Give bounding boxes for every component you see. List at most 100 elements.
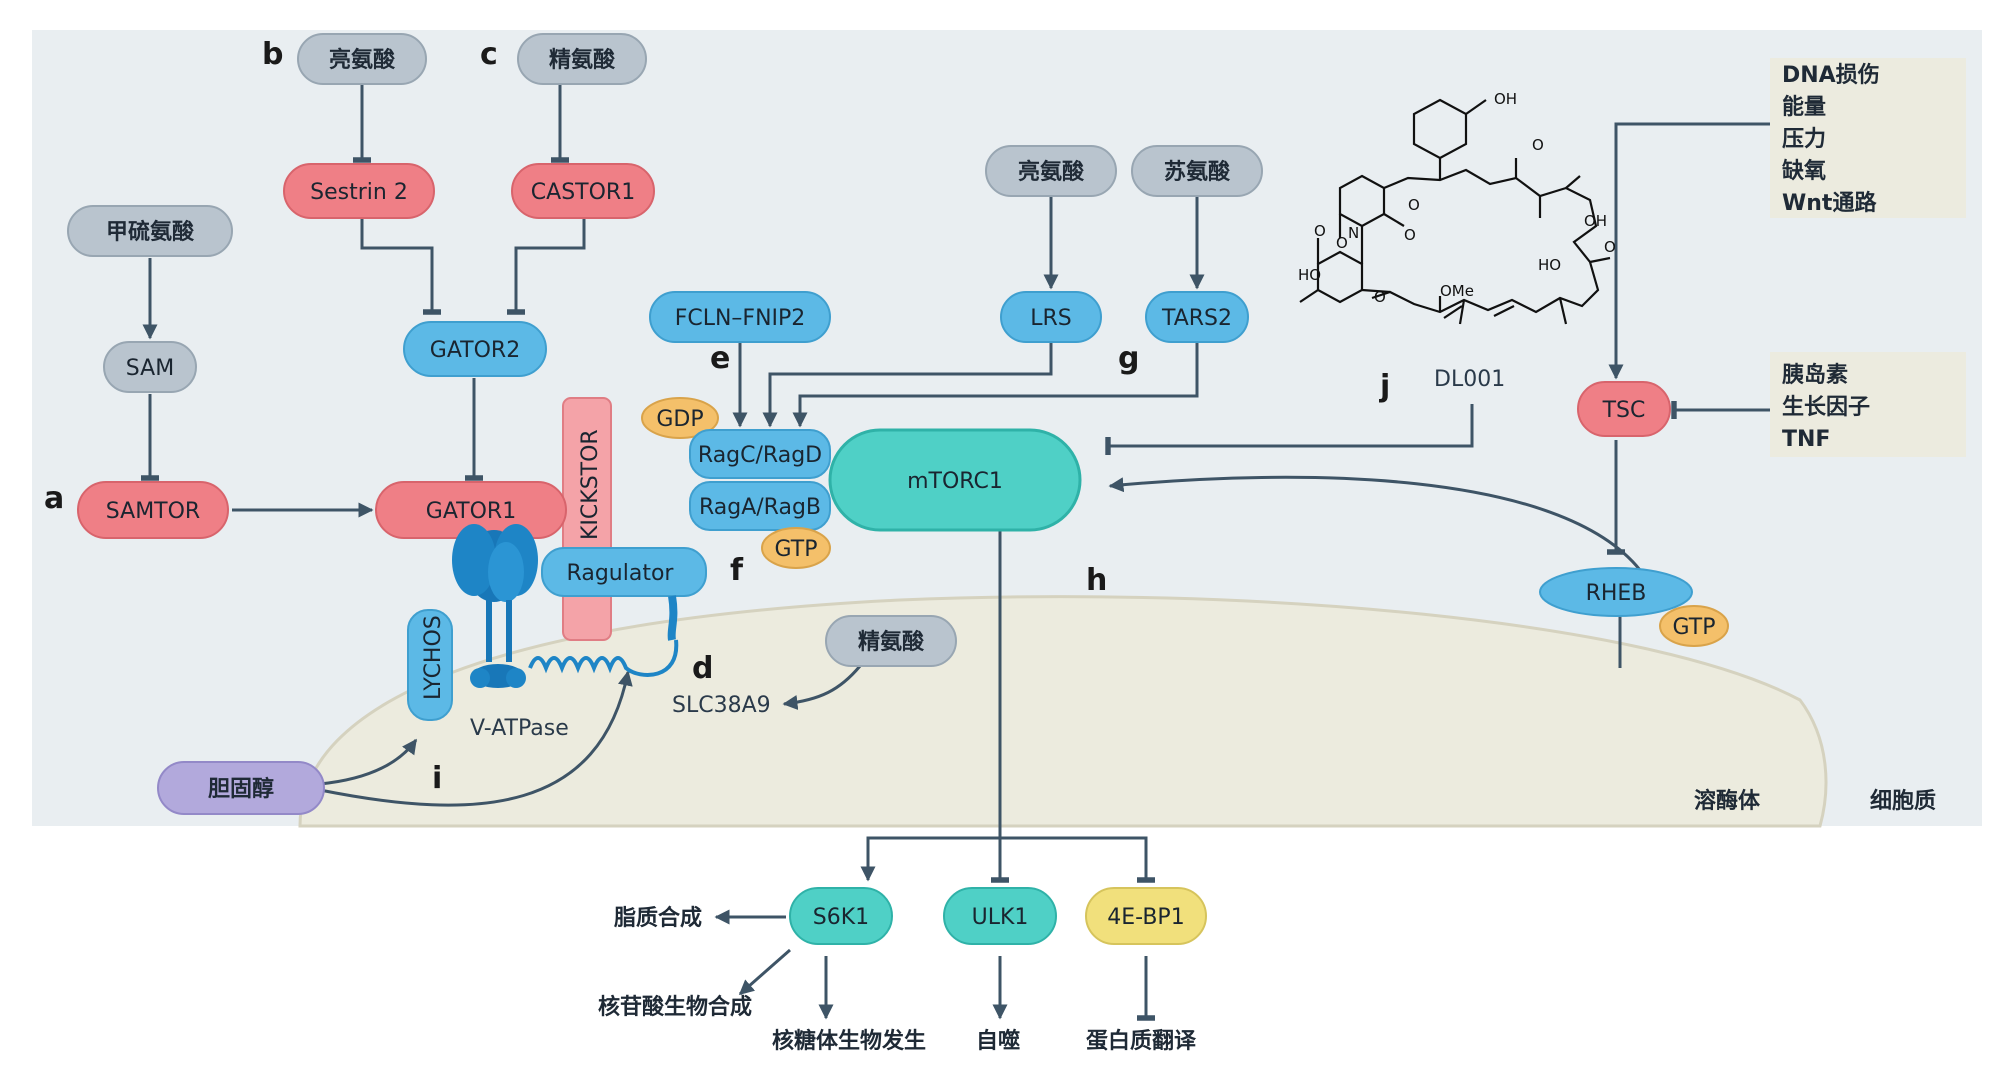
chem-o: O [1532, 136, 1544, 154]
tars2-label: TARS2 [1161, 306, 1232, 331]
edge-stress-tsc [1608, 122, 1770, 380]
ragc-ragd-label: RagC/RagD [698, 443, 822, 468]
slc38a9-label: SLC38A9 [672, 693, 771, 718]
chem-ho-left: HO [1298, 266, 1321, 284]
stress-input-item: DNA损伤 [1782, 63, 1880, 88]
chem-o: O [1404, 226, 1416, 244]
chem-o: O [1314, 222, 1326, 240]
rheb-node [1539, 567, 1693, 617]
lysosome-label: 溶酶体 [1694, 788, 1761, 814]
4ebp1-label: 4E-BP1 [1107, 905, 1184, 930]
dl001-structure: OH OH HO HO OMe N O O O O O O O [1298, 90, 1616, 325]
edge-lrs-ragc [762, 342, 1053, 428]
leucine-label-b: 亮氨酸 [329, 47, 396, 73]
edge-rheb-mtorc1 [1108, 475, 1642, 571]
kickstor-label: KICKSTOR [578, 429, 603, 540]
gtp-rheb-label: GTP [1673, 615, 1716, 640]
gdp-label: GDP [656, 407, 703, 432]
panel-letter-c: c [480, 37, 498, 72]
output-autophagy: 自噬 [976, 1028, 1020, 1054]
fcln-fnip2-label: FCLN–FNIP2 [675, 306, 806, 331]
raga-ragb-node [689, 481, 831, 531]
panel-letter-f: f [730, 553, 744, 588]
gtp-rag-node [761, 527, 831, 569]
gator1-label: GATOR1 [426, 499, 516, 524]
lrs-label: LRS [1030, 306, 1072, 331]
panel-letter-g: g [1118, 341, 1139, 376]
edge-mtorc1-s6k1 [860, 836, 1000, 882]
panel-letter-i: i [432, 761, 442, 796]
ragulator-label: Ragulator [567, 561, 675, 586]
chem-ome: OMe [1440, 282, 1474, 300]
leucine-label-g: 亮氨酸 [1018, 159, 1085, 185]
s6k1-node [789, 887, 893, 945]
gdp-node [641, 397, 719, 439]
growth-input-list: 胰岛素 生长因子 TNF [1782, 362, 1870, 452]
edge-s6k1-nucleotide [738, 948, 791, 996]
tsc-label: TSC [1602, 398, 1646, 423]
chem-n: N [1348, 224, 1359, 242]
threonine-node [1131, 145, 1263, 197]
stress-input-item: Wnt通路 [1782, 190, 1877, 216]
output-nucleotide: 核苷酸生物合成 [598, 994, 752, 1020]
threonine-label: 苏氨酸 [1164, 159, 1231, 185]
edge-cholesterol-slc38a9 [319, 670, 633, 807]
slc38a9-coil [528, 639, 679, 677]
growth-input-item: TNF [1782, 427, 1830, 452]
panel-letter-d: d [692, 651, 713, 686]
mtorc1-node [828, 428, 1082, 532]
dl001-label: DL001 [1434, 367, 1505, 392]
raga-ragb-label: RagA/RagB [699, 495, 821, 520]
arginine-label-c: 精氨酸 [549, 47, 616, 73]
chem-ho-right: HO [1538, 256, 1561, 274]
stress-input-item: 压力 [1782, 127, 1826, 152]
methionine-node [67, 205, 233, 257]
methionine-label: 甲硫氨酸 [106, 219, 195, 245]
chem-o: O [1336, 234, 1348, 252]
chem-oh-right: OH [1584, 212, 1607, 230]
cytoplasm-label: 细胞质 [1870, 788, 1936, 814]
ragulator-tether [667, 595, 678, 641]
ragc-ragd-node [689, 429, 831, 479]
chem-o: O [1374, 288, 1386, 306]
lychos-label: LYCHOS [421, 615, 446, 700]
gtp-rag-label: GTP [775, 537, 818, 562]
sestrin2-label: Sestrin 2 [310, 180, 408, 205]
stress-input-box [1770, 58, 1966, 218]
tsc-node [1577, 381, 1671, 437]
sam-node [103, 341, 197, 393]
arginine-label-d: 精氨酸 [858, 629, 925, 655]
edge-mtorc1-4ebp1 [1000, 836, 1155, 883]
panel-letter-e: e [710, 341, 730, 376]
edge-cholesterol-lychos [319, 738, 418, 786]
edge-sestrin2-gator2 [360, 218, 441, 315]
chem-o: O [1604, 238, 1616, 256]
gtp-rheb-node [1659, 605, 1729, 647]
stress-input-item: 能量 [1782, 94, 1826, 120]
tars2-node [1145, 291, 1249, 343]
output-lipid: 脂质合成 [614, 905, 702, 931]
arginine-node-c [517, 33, 647, 85]
growth-input-item: 生长因子 [1782, 395, 1870, 420]
samtor-node [77, 481, 229, 539]
castor1-label: CASTOR1 [531, 180, 635, 205]
edge-castor1-gator2 [507, 218, 586, 315]
gator2-node [403, 321, 547, 377]
output-area [0, 826, 2008, 1084]
chem-oh-top: OH [1494, 90, 1517, 108]
cholesterol-label: 胆固醇 [208, 776, 274, 802]
panel-letter-a: a [44, 481, 64, 516]
vatpase-complex [452, 524, 538, 688]
ragulator-node [541, 547, 707, 597]
panel-letter-b: b [262, 37, 283, 72]
castor1-node [511, 163, 655, 219]
growth-input-box [1770, 352, 1966, 457]
lrs-node [1000, 291, 1102, 343]
output-protein: 蛋白质翻译 [1086, 1028, 1197, 1054]
cholesterol-node [157, 761, 325, 815]
vatpase-label: V-ATPase [470, 716, 569, 741]
panel-letter-j: j [1379, 369, 1390, 404]
ulk1-node [943, 887, 1057, 945]
